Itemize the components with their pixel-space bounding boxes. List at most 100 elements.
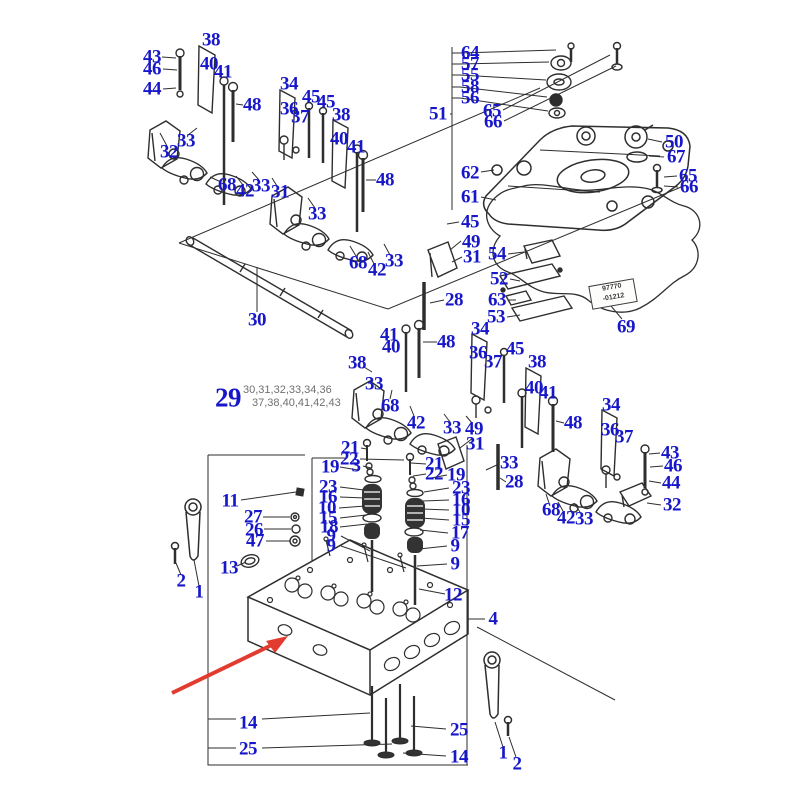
part-callout-15: 15 bbox=[452, 509, 471, 531]
part-callout-68: 68 bbox=[218, 174, 237, 196]
part-callout-41: 41 bbox=[380, 324, 399, 346]
part-callout-14: 14 bbox=[239, 712, 258, 734]
part-callout-51: 51 bbox=[429, 103, 448, 125]
part-callout-36: 36 bbox=[280, 98, 299, 120]
part-callout-58: 58 bbox=[461, 76, 480, 98]
part-callout-25: 25 bbox=[239, 738, 258, 760]
part-callout-37: 37 bbox=[484, 351, 503, 373]
part-callout-14: 14 bbox=[450, 746, 469, 768]
part-callout-40: 40 bbox=[200, 53, 219, 75]
part-callout-68: 68 bbox=[542, 499, 561, 521]
lifting-eye-left bbox=[170, 498, 202, 564]
oil-filler-cap bbox=[624, 124, 663, 194]
part-callout-45: 45 bbox=[506, 338, 525, 360]
part-callout-29: 29 bbox=[215, 382, 242, 413]
part-callout-16: 16 bbox=[452, 489, 471, 511]
part-callout-40: 40 bbox=[330, 128, 349, 150]
part-callout-3: 3 bbox=[351, 455, 362, 477]
part-callout-54: 54 bbox=[488, 243, 507, 265]
part-callout-48: 48 bbox=[243, 94, 262, 116]
part-callout-19: 19 bbox=[321, 456, 340, 478]
part-callout-48: 48 bbox=[376, 169, 395, 191]
part-callout-65: 65 bbox=[679, 165, 698, 187]
part-callout-46: 46 bbox=[143, 58, 162, 80]
part-callout-45: 45 bbox=[461, 211, 480, 233]
part-callout-10: 10 bbox=[452, 499, 471, 521]
part-callout-21: 21 bbox=[341, 437, 360, 459]
part-callout-34: 34 bbox=[280, 73, 299, 95]
rocker-shaft bbox=[185, 236, 354, 339]
part-callout-32: 32 bbox=[160, 141, 179, 163]
part-callout-56: 56 bbox=[461, 87, 480, 109]
part-callout-25: 25 bbox=[450, 719, 469, 741]
part-callout-68: 68 bbox=[381, 395, 400, 417]
valve-spring-assemblies bbox=[362, 438, 425, 605]
part-callout-61: 61 bbox=[461, 186, 480, 208]
part-callout-41: 41 bbox=[214, 61, 233, 83]
part-callout-43: 43 bbox=[661, 442, 680, 464]
part-callout-16: 16 bbox=[319, 486, 338, 508]
part-callout-2: 2 bbox=[176, 570, 187, 592]
part-callout-32: 32 bbox=[663, 494, 682, 516]
part-callout-42: 42 bbox=[557, 507, 576, 529]
part-callout-13: 13 bbox=[220, 557, 239, 579]
part-callout-33: 33 bbox=[177, 130, 196, 152]
part-callout-44: 44 bbox=[662, 472, 681, 494]
part-callout-34: 34 bbox=[602, 394, 621, 416]
part-callout-64: 64 bbox=[461, 42, 480, 64]
part-callout-33: 33 bbox=[252, 175, 271, 197]
part-callout-27: 27 bbox=[244, 506, 263, 528]
part-callout-15: 15 bbox=[319, 507, 338, 529]
assembly-boundary-lines bbox=[178, 87, 687, 766]
part-callout-37: 37 bbox=[615, 426, 634, 448]
part-callout-26: 26 bbox=[245, 519, 264, 541]
part-callout-38: 38 bbox=[348, 352, 367, 374]
part-callout-45: 45 bbox=[317, 91, 336, 113]
part-callout-45: 45 bbox=[302, 86, 321, 108]
part-callout-69: 69 bbox=[617, 316, 636, 338]
part-callout-33: 33 bbox=[500, 452, 519, 474]
part-callout-31: 31 bbox=[271, 181, 290, 203]
part-callout-47: 47 bbox=[246, 530, 265, 552]
part-callout-19: 19 bbox=[447, 464, 466, 486]
part-callout-68: 68 bbox=[349, 252, 368, 274]
part-callout-66: 66 bbox=[680, 176, 699, 198]
part-callout-46: 46 bbox=[664, 455, 683, 477]
part-callout-49: 49 bbox=[465, 418, 484, 440]
part-callout-38: 38 bbox=[528, 351, 547, 373]
part-callout-66: 66 bbox=[484, 111, 503, 133]
part-callout-38: 38 bbox=[332, 104, 351, 126]
red-pointer-arrow bbox=[171, 636, 288, 695]
part-callout-37: 37 bbox=[291, 106, 310, 128]
cover-cap-nut-and-seals bbox=[546, 41, 623, 119]
part-callout-36: 36 bbox=[469, 342, 488, 364]
part-callout-48: 48 bbox=[564, 412, 583, 434]
part-callout-17: 17 bbox=[451, 522, 470, 544]
part-callout-30: 30 bbox=[248, 309, 267, 331]
part-callout-41: 41 bbox=[539, 382, 558, 404]
part-callout-9: 9 bbox=[326, 525, 337, 547]
part-callout-42: 42 bbox=[236, 180, 255, 202]
part-callout-11: 11 bbox=[221, 490, 239, 512]
part-callout-21: 21 bbox=[425, 453, 444, 475]
part-callout-36: 36 bbox=[601, 419, 620, 441]
breather-assembly bbox=[498, 239, 574, 322]
assembly-note-line1: 30,31,32,33,34,36 bbox=[243, 384, 332, 396]
assembly-note-line2: 37,38,40,41,42,43 bbox=[252, 397, 341, 409]
part-callout-42: 42 bbox=[368, 259, 387, 281]
rocker-group-hardware bbox=[175, 44, 653, 508]
part-callout-55: 55 bbox=[461, 64, 480, 86]
part-callout-42: 42 bbox=[407, 412, 426, 434]
part-callout-33: 33 bbox=[308, 203, 327, 225]
part-callout-18: 18 bbox=[320, 516, 339, 538]
part-callout-62: 62 bbox=[461, 162, 480, 184]
part-callout-1: 1 bbox=[498, 742, 509, 764]
part-callout-1: 1 bbox=[194, 581, 205, 603]
part-callout-28: 28 bbox=[505, 471, 524, 493]
part-callout-52: 52 bbox=[490, 268, 509, 290]
part-callout-41: 41 bbox=[347, 136, 366, 158]
cylinder-head-block bbox=[246, 536, 470, 697]
part-callout-31: 31 bbox=[463, 246, 482, 268]
